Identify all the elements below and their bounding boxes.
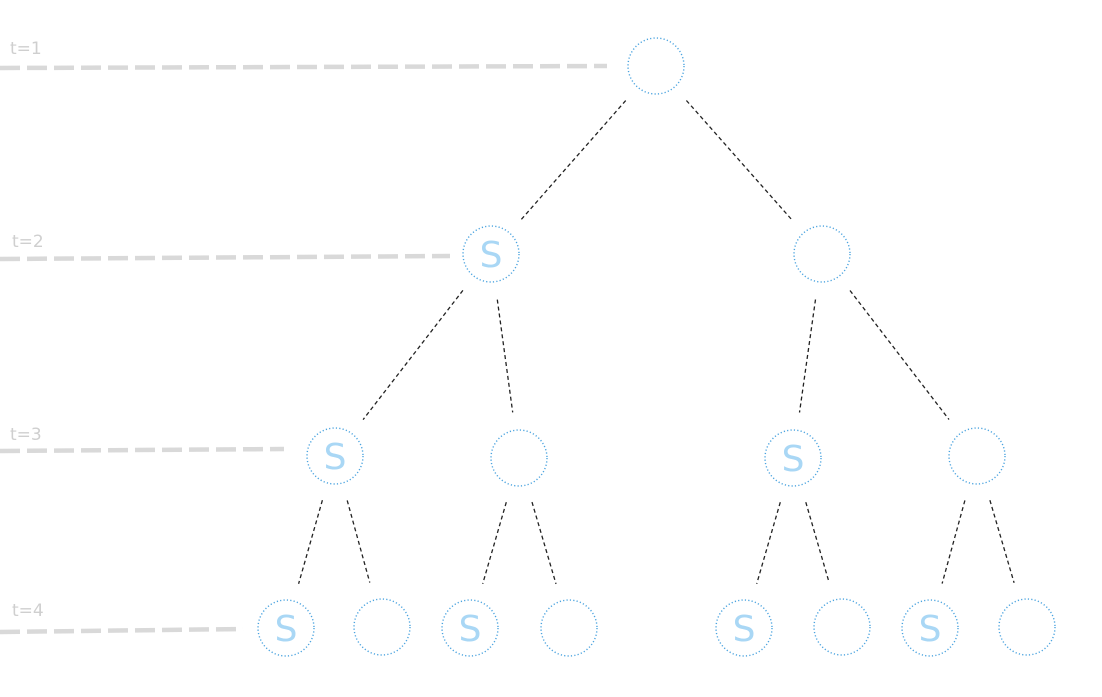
level-guide-t3: t=3	[0, 425, 285, 454]
tree-edge-t3-to-t4	[756, 502, 781, 584]
node-circle	[490, 429, 548, 487]
tree-edge-t3-to-t4	[941, 500, 966, 584]
tree-edge-t2-to-t3	[798, 299, 817, 413]
node-circle	[441, 599, 499, 657]
node-mark-label: S	[324, 437, 347, 478]
tree-edge-t2-to-t3	[849, 290, 950, 420]
tree-node-t2	[793, 225, 851, 283]
tree-node-t3-marked: S	[306, 427, 364, 485]
tree-edge-t3-to-t4	[531, 501, 557, 585]
node-circle	[998, 598, 1056, 656]
level-guide-t4: t=4	[0, 601, 244, 635]
tree-node-t4-marked: S	[901, 599, 959, 657]
node-mark-label: S	[480, 235, 503, 276]
level-dashed-line-t4	[0, 626, 244, 635]
tree-edge-t2-to-t3	[496, 299, 514, 413]
level-guide-t1: t=1	[0, 39, 608, 71]
node-circle	[257, 599, 315, 657]
node-circle	[793, 225, 851, 283]
tree-edge-t3-to-t4	[482, 502, 507, 584]
level-guide-t2: t=2	[0, 232, 451, 262]
node-mark-label: S	[919, 609, 942, 650]
tree-node-t3-marked: S	[764, 429, 822, 487]
tree-node-t4-marked: S	[715, 599, 773, 657]
node-circle	[813, 598, 871, 656]
tree-node-t4-marked: S	[441, 599, 499, 657]
level-dashed-line-t3	[0, 446, 285, 454]
tree-node-t4	[353, 598, 411, 656]
tree-edge-t1-to-t2	[520, 100, 627, 220]
tree-node-t4	[540, 599, 598, 657]
node-circle	[715, 599, 773, 657]
tree-nodes: S S S S S S S	[257, 37, 1056, 657]
node-circle	[627, 37, 685, 95]
level-label-t1: t=1	[10, 39, 42, 59]
node-mark-label: S	[782, 439, 805, 480]
tree-node-t4	[813, 598, 871, 656]
level-label-t4: t=4	[12, 601, 44, 621]
tree-edge-t1-to-t2	[685, 100, 793, 220]
tree-edge-t3-to-t4	[805, 502, 830, 583]
tree-edge-t2-to-t3	[362, 290, 464, 420]
tree-node-t3	[490, 429, 548, 487]
tree-edge-t3-to-t4	[989, 500, 1015, 583]
tree-node-t2-marked: S	[462, 225, 520, 283]
node-circle	[948, 427, 1006, 485]
node-mark-label: S	[459, 609, 482, 650]
level-label-t2: t=2	[12, 232, 44, 252]
tree-edge-t3-to-t4	[297, 500, 324, 584]
node-circle	[540, 599, 598, 657]
tree-edges	[297, 100, 1015, 585]
node-circle	[901, 599, 959, 657]
node-mark-label: S	[275, 609, 298, 650]
tree-node-t4-marked: S	[257, 599, 315, 657]
time-level-guides: t=1 t=2 t=3 t=4	[0, 39, 608, 635]
level-dashed-line-t1	[0, 63, 608, 71]
node-mark-label: S	[733, 609, 756, 650]
level-label-t3: t=3	[10, 425, 42, 445]
tree-node-t1	[627, 37, 685, 95]
node-circle	[764, 429, 822, 487]
tree-node-t3	[948, 427, 1006, 485]
node-circle	[462, 225, 520, 283]
tree-node-t4	[998, 598, 1056, 656]
level-dashed-line-t2	[0, 253, 451, 262]
node-circle	[353, 598, 411, 656]
node-circle	[306, 427, 364, 485]
tree-edge-t3-to-t4	[346, 500, 371, 583]
